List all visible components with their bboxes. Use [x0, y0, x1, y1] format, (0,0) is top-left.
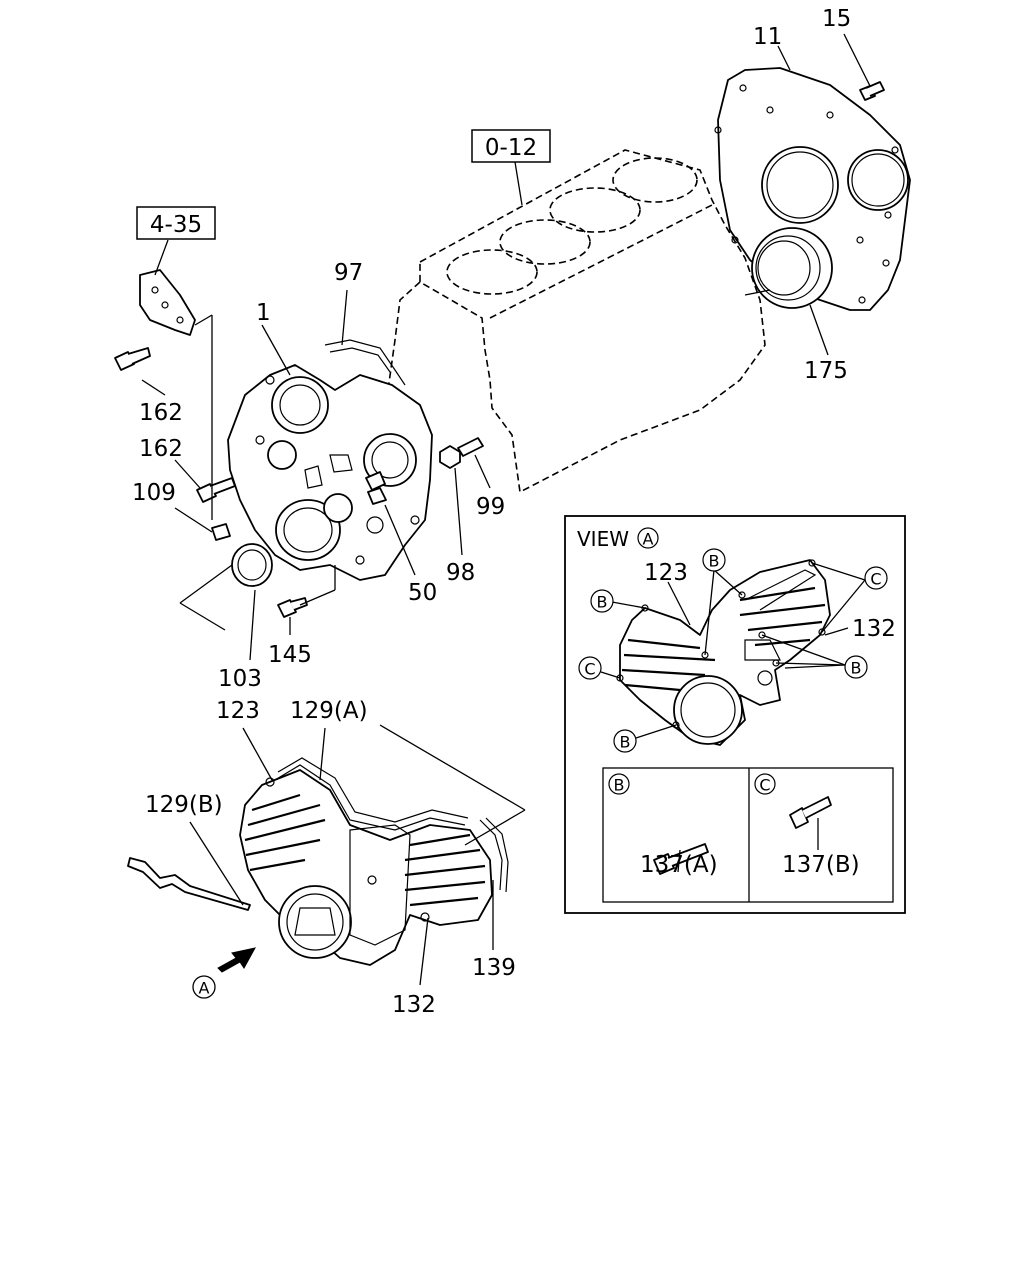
svg-text:B: B [851, 659, 862, 678]
view-a-label-132: 132 [852, 616, 896, 642]
svg-text:C: C [759, 776, 770, 795]
label-162-upper: 162 [139, 400, 183, 426]
stud-99 [457, 437, 484, 457]
svg-text:C: C [584, 660, 595, 679]
label-103: 103 [218, 666, 262, 692]
label-129b: 129(B) [145, 792, 223, 818]
bolt-137b-icon [789, 796, 832, 829]
view-a-title: VIEW [577, 527, 629, 551]
timing-cover-assembly [239, 769, 493, 966]
label-109: 109 [132, 480, 176, 506]
timing-gear-case-1 [227, 364, 433, 581]
svg-text:A: A [199, 979, 210, 998]
label-129a: 129(A) [290, 698, 368, 724]
ref-box-0-12: 0-12 [471, 129, 551, 163]
svg-text:B: B [614, 776, 625, 795]
bracket [139, 269, 196, 336]
bolt-109 [211, 523, 231, 541]
label-162-lower: 162 [139, 436, 183, 462]
bolt-50 [365, 471, 387, 505]
nut-98 [439, 445, 461, 469]
label-98: 98 [446, 560, 475, 586]
label-50: 50 [408, 580, 437, 606]
bolt-137a-icon [653, 843, 709, 875]
cylinder-block-outline [374, 149, 766, 494]
label-145: 145 [268, 642, 312, 668]
label-175: 175 [804, 358, 848, 384]
leader-lines [141, 33, 871, 986]
label-123-main: 123 [216, 698, 260, 724]
view-a-label-123: 123 [644, 560, 688, 586]
view-a-marker-b-right: B [844, 655, 868, 679]
svg-text:0-12: 0-12 [485, 135, 537, 161]
svg-text:B: B [620, 733, 631, 752]
legend-label-137a: 137(A) [640, 852, 718, 878]
svg-text:B: B [597, 593, 608, 612]
svg-text:A: A [643, 530, 654, 549]
label-1: 1 [256, 300, 271, 326]
label-132-main: 132 [392, 992, 436, 1018]
bolt-162-lower [196, 477, 236, 503]
bolt-145 [277, 597, 308, 618]
view-direction-arrow-icon [217, 947, 256, 973]
clip-129b [127, 857, 251, 911]
label-97: 97 [334, 260, 363, 286]
view-a-marker-b-top: B [702, 548, 726, 572]
view-a-marker-c-left: C [578, 656, 602, 680]
svg-text:4-35: 4-35 [150, 212, 202, 238]
view-a-marker: A [192, 975, 216, 999]
part-number-labels: 15 11 97 1 175 162 162 109 99 98 50 145 … [132, 6, 851, 1018]
svg-text:B: B [709, 552, 720, 571]
view-a-marker-b-left: B [590, 589, 614, 613]
label-99: 99 [476, 494, 505, 520]
gasket-139 [479, 817, 509, 893]
rear-oil-seal-175 [751, 227, 833, 309]
fastener-legend-table: B 137(A) C 137(B) [602, 767, 894, 903]
svg-text:C: C [870, 570, 881, 589]
label-15: 15 [822, 6, 851, 32]
legend-label-137b: 137(B) [782, 852, 860, 878]
label-11: 11 [753, 24, 782, 50]
bolt-162-upper [114, 347, 151, 371]
ref-box-4-35: 4-35 [136, 206, 216, 240]
label-139: 139 [472, 955, 516, 981]
view-a-marker-c-right: C [864, 566, 888, 590]
view-a-marker-b-bottom: B [613, 729, 637, 753]
gasket-129a [274, 757, 469, 831]
bolt-15 [859, 81, 885, 101]
front-oil-seal-103 [231, 543, 273, 587]
view-a-inset: VIEW A [564, 515, 906, 914]
